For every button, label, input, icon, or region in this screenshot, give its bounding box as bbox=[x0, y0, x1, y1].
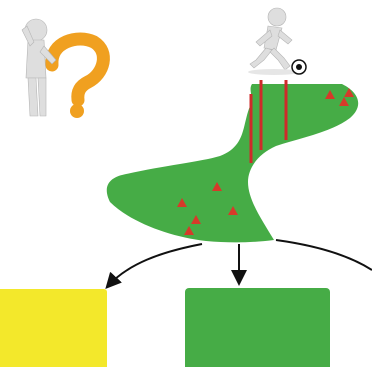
arrows bbox=[105, 239, 372, 289]
box-left bbox=[0, 289, 107, 367]
thinking-person-icon bbox=[21, 18, 57, 117]
runner-shadow bbox=[248, 69, 300, 75]
cone-2 bbox=[344, 88, 354, 97]
cone-3 bbox=[339, 97, 349, 106]
winding-path bbox=[106, 84, 359, 243]
runner-icon bbox=[249, 7, 293, 71]
cone-7 bbox=[191, 215, 201, 224]
slalom-poles bbox=[249, 80, 288, 163]
person-kicking-soccer-ball-icon bbox=[248, 7, 307, 75]
cones bbox=[177, 88, 354, 235]
question-mark-icon bbox=[45, 32, 110, 118]
arrow-right bbox=[275, 239, 372, 271]
cone-8 bbox=[184, 226, 194, 235]
arrow-left bbox=[105, 243, 203, 289]
soccer-ball-icon bbox=[291, 59, 307, 75]
cone-6 bbox=[228, 206, 238, 215]
cone-4 bbox=[212, 182, 222, 191]
cone-5 bbox=[177, 198, 187, 207]
thinking-person-question-mark-icon bbox=[21, 18, 110, 118]
cone-1 bbox=[325, 90, 335, 99]
box-center bbox=[185, 288, 330, 367]
